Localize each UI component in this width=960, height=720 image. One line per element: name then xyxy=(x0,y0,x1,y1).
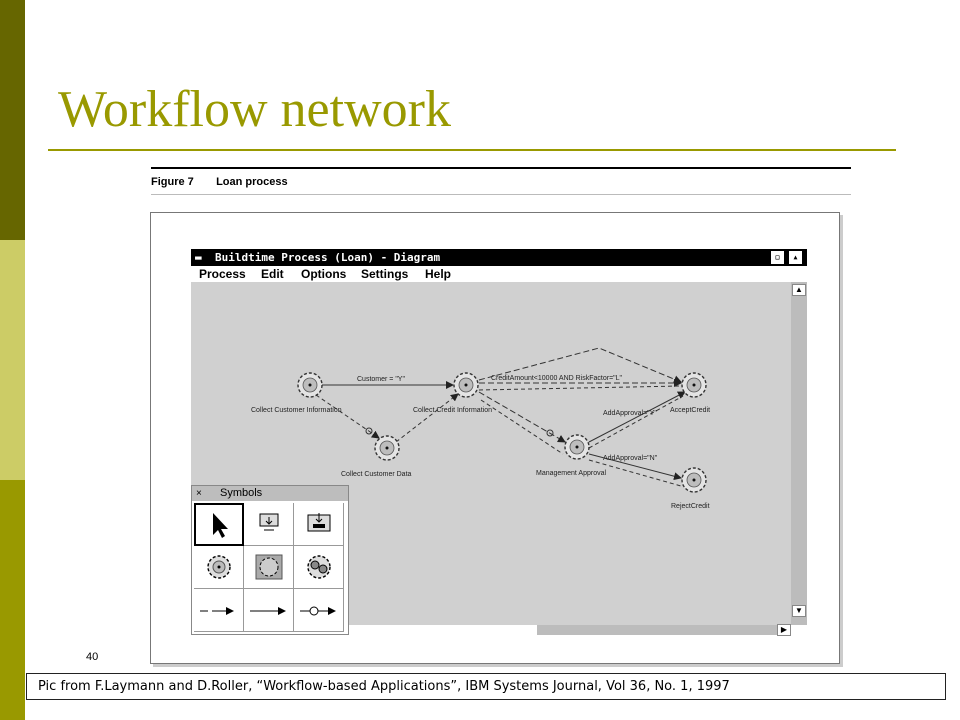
process-activity-tool[interactable] xyxy=(294,503,344,546)
edge-label-add-approval-y: AddApproval="Y" xyxy=(603,410,657,417)
figure-caption: Figure 7 Loan process xyxy=(151,176,288,188)
edge-customer-data-to-credit-info[interactable] xyxy=(395,393,459,443)
menu-edit[interactable]: Edit xyxy=(261,267,284,281)
accent-bar-bottom xyxy=(0,480,25,720)
pointer-icon xyxy=(213,513,228,538)
edge-credit-info-upper-route[interactable] xyxy=(478,347,682,384)
process-activity-icon xyxy=(307,513,331,532)
node-label: AcceptCredit xyxy=(670,407,710,414)
figure-number: Figure 7 xyxy=(151,176,194,188)
menu-options[interactable]: Options xyxy=(301,267,347,281)
block-icon xyxy=(255,554,283,580)
edge-credit-info-to-management-alt[interactable] xyxy=(480,399,564,455)
edge-management-to-reject-alt[interactable] xyxy=(588,459,682,487)
symbols-palette: × Symbols xyxy=(191,485,349,635)
block-tool[interactable] xyxy=(244,546,294,589)
vertical-scrollbar[interactable]: ▲ ▼ xyxy=(791,282,807,625)
edge-management-to-accept-alt[interactable] xyxy=(588,395,684,449)
window-title: Buildtime Process (Loan) - Diagram xyxy=(215,251,441,264)
slide-number: 40 xyxy=(86,651,99,663)
scroll-right-icon[interactable]: ▶ xyxy=(777,624,791,636)
node-label: Collect Credit Information xyxy=(413,407,492,414)
menu-help[interactable]: Help xyxy=(425,267,452,281)
scroll-up-icon[interactable]: ▲ xyxy=(792,284,806,296)
node-label: Management Approval xyxy=(536,470,606,477)
minimize-button[interactable]: ▫ xyxy=(771,251,784,264)
default-connector-icon xyxy=(300,606,336,616)
node-label: Collect Customer Data xyxy=(341,471,412,478)
node-collect-credit-information[interactable]: Collect Credit Information xyxy=(413,372,492,414)
default-connector-tool[interactable] xyxy=(294,589,344,632)
pointer-tool[interactable] xyxy=(194,503,244,546)
symbols-grid xyxy=(194,503,344,632)
slide-title: Workflow network xyxy=(58,81,451,138)
bundle-icon xyxy=(307,555,331,579)
node-reject-credit[interactable]: RejectCredit xyxy=(671,467,710,510)
symbols-title: Symbols xyxy=(220,487,263,499)
activity-node-icon xyxy=(207,555,231,579)
menu-settings[interactable]: Settings xyxy=(361,267,409,281)
node-accept-credit[interactable]: AcceptCredit xyxy=(670,372,710,414)
accent-bar-top xyxy=(0,0,25,240)
credit-box: Pic from F.Laymann and D.Roller, “Workfl… xyxy=(26,673,946,700)
edge-customer-info-to-customer-data[interactable] xyxy=(315,394,380,439)
bundle-tool[interactable] xyxy=(294,546,344,589)
program-activity-tool[interactable] xyxy=(244,503,294,546)
workflow-diagram: Customer = "Y" CreditAmount<10000 AND Ri… xyxy=(251,347,710,510)
node-label: RejectCredit xyxy=(671,503,710,510)
menu-process[interactable]: Process xyxy=(199,267,246,281)
control-connector-icon xyxy=(200,607,234,615)
data-connector-dot-2 xyxy=(546,429,554,437)
menu-bar: Process Edit Options Settings Help xyxy=(191,266,807,282)
edge-label-customer: Customer = "Y" xyxy=(357,376,405,383)
figure-bottom-rule xyxy=(151,194,851,195)
close-icon[interactable]: × xyxy=(196,488,202,499)
activity-node-tool[interactable] xyxy=(194,546,244,589)
data-connector-tool[interactable] xyxy=(244,589,294,632)
edge-management-to-reject[interactable] xyxy=(588,453,682,481)
system-menu-icon[interactable]: ▬ xyxy=(195,251,202,264)
scroll-down-icon[interactable]: ▼ xyxy=(792,605,806,617)
edge-credit-info-to-management[interactable] xyxy=(478,391,566,443)
node-collect-customer-data[interactable]: Collect Customer Data xyxy=(341,435,412,478)
data-connector-dot xyxy=(365,427,373,435)
node-label: Collect Customer Information xyxy=(251,407,342,414)
accent-bar-middle xyxy=(0,240,25,480)
edge-label-add-approval-n: AddApproval="N" xyxy=(603,455,658,462)
node-management-approval[interactable]: Management Approval xyxy=(536,434,606,477)
edge-management-to-accept[interactable] xyxy=(588,391,686,443)
edge-credit-info-lower-route[interactable] xyxy=(478,385,682,391)
data-connector-icon xyxy=(250,607,286,615)
horizontal-scrollbar[interactable]: ▶ xyxy=(537,624,791,636)
title-underline xyxy=(48,149,896,151)
figure-caption-text: Loan process xyxy=(216,176,288,188)
node-collect-customer-information[interactable]: Collect Customer Information xyxy=(251,372,342,414)
program-activity-icon xyxy=(259,513,279,531)
window-title-bar[interactable]: ▬ Buildtime Process (Loan) - Diagram ▫ ▴ xyxy=(191,249,807,266)
maximize-button[interactable]: ▴ xyxy=(789,251,802,264)
credit-text: Pic from F.Laymann and D.Roller, “Workfl… xyxy=(38,679,730,694)
edge-label-credit-amount: CreditAmount<10000 AND RiskFactor="L" xyxy=(491,375,623,382)
figure-top-rule xyxy=(151,167,851,169)
symbols-title-bar[interactable]: × Symbols xyxy=(192,486,348,501)
control-connector-tool[interactable] xyxy=(194,589,244,632)
